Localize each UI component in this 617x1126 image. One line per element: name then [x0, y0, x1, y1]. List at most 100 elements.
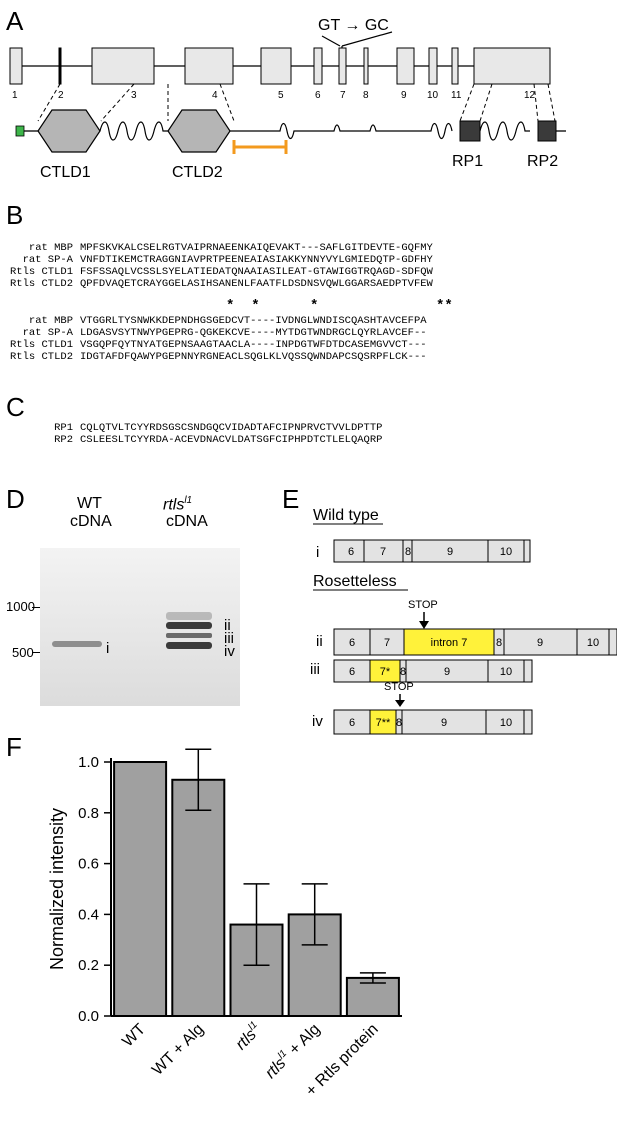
exon-number: 5: [278, 90, 284, 101]
exon-number: 2: [58, 90, 64, 101]
exon-cell: 8: [405, 546, 411, 558]
category-label: WT + Alg: [149, 1021, 207, 1079]
signal-peptide: [15, 125, 25, 137]
gene-structure-diagram: GT → GC 1 2 3 4 5 6 7 8 9 10 11 12: [9, 17, 566, 181]
seq-row: QPFDVAQETCRAYGGELASIHSANENLFAATFLDSDNSVQ…: [80, 278, 433, 290]
transcript-diagram-row-iv: STOP iv 6 7** 8 9 10: [312, 681, 533, 735]
conserved-stars: * * * **: [226, 298, 453, 314]
y-tick-label: 0.2: [78, 957, 99, 974]
panel-letter-d: D: [6, 484, 25, 514]
transcript-row-iv: 6 7** 8 9 10: [333, 709, 533, 735]
seq-label: rat SP-A: [22, 254, 73, 266]
panel-letter-c: C: [6, 392, 25, 422]
exon-cell: 6: [349, 717, 355, 729]
seq-row: VSGQPFQYTNYATGEPNSAAGTAACLA----INPDGTWFD…: [80, 339, 427, 351]
exon-6: [313, 47, 323, 85]
seq-label: Rtls CTLD1: [9, 339, 73, 351]
exon-number: 9: [401, 90, 407, 101]
row-roman-iv: iv: [312, 713, 323, 730]
seq-row: CSLEESLTCYYRDA-ACEVDNACVLDATSGFCIPHPDTCT…: [80, 434, 383, 446]
lane1-sub: cDNA: [70, 513, 112, 530]
band-label-i: i: [106, 640, 110, 657]
band-iii: [166, 633, 212, 638]
seq-label: rat SP-A: [22, 327, 73, 339]
y-tick-label: 0.0: [78, 1008, 99, 1025]
exon-7: [338, 47, 347, 85]
exon-10: [428, 47, 438, 85]
band-label-iii: iii: [224, 630, 234, 647]
seq-row: FSFSSAQLVCSSLSYELATIEDATQNAAIASILEAT-GTA…: [80, 266, 433, 278]
transcript-row-i: 6 7 8 9 10: [333, 539, 531, 563]
category-label: WT: [119, 1021, 149, 1051]
y-tick-label: 0.8: [78, 805, 99, 822]
exon-cell: 7**: [376, 717, 391, 729]
exon-cell: 9: [441, 717, 447, 729]
exon-9: [396, 47, 415, 85]
bar: [171, 778, 226, 1017]
lane2-title-text: rtls: [163, 496, 185, 514]
exon-cell: 7: [384, 637, 390, 649]
exon-cell: 8: [496, 637, 502, 649]
lane1-title: WT: [77, 495, 102, 512]
rp2-domain: [537, 120, 557, 142]
exon-cell: 10: [500, 546, 512, 558]
exon-2: [58, 47, 62, 85]
lane2-sub: cDNA: [166, 513, 208, 530]
seq-row: LDGASVSYTNWYPGEPRG-QGKEKCVE----MYTDGTWND…: [80, 327, 427, 339]
seq-row: CQLQTVLTCYYRDSGSCSNDGQCVIDADTAFCIPNPRVCT…: [80, 422, 383, 434]
exon-cell: 10: [500, 717, 512, 729]
wild-type-title: Wild type: [313, 507, 379, 524]
seq-row: IDGTAFDFQAWYPGEPNNYRGNEACLSQGLKLVQSSQWND…: [80, 351, 427, 363]
mutation-label: GT → GC: [318, 17, 389, 34]
exon-1: [9, 47, 23, 85]
exon-number: 3: [131, 90, 137, 101]
lane2-title: rtlsl1: [163, 495, 192, 514]
seq-row: VNFDTIKEMCTRAGGNIAVPRTPEENEAIASIAKKYNNYV…: [80, 254, 433, 266]
y-tick-label: 0.6: [78, 856, 99, 873]
seq-label: Rtls CTLD2: [9, 351, 73, 363]
exon-cell: 9: [537, 637, 543, 649]
intron-cell: intron 7: [431, 637, 468, 649]
exon-number: 4: [212, 90, 218, 101]
band-label-ii: ii: [224, 617, 231, 634]
ctld2-label: CTLD2: [172, 164, 223, 181]
exon-11: [451, 47, 459, 85]
exon-cell: 9: [447, 546, 453, 558]
seq-label: RP1: [54, 422, 73, 434]
exon-cell: 6: [349, 666, 355, 678]
rp1-label: RP1: [452, 153, 483, 170]
seq-row: MPFSKVKALCSELRGTVAIPRNAEENKAIQEVAKT---SA…: [80, 242, 433, 254]
rosetteless-title: Rosetteless: [313, 573, 397, 590]
exon-12: [473, 47, 551, 85]
seq-label: Rtls CTLD2: [9, 278, 73, 290]
exon-cell: 10: [500, 666, 512, 678]
ctld2-domain: [167, 109, 231, 153]
exon-number: 7: [340, 90, 346, 101]
band-iv: [166, 642, 212, 649]
gel-image: [40, 548, 240, 706]
exon-cell: 7*: [380, 666, 391, 678]
rp1-domain: [459, 120, 481, 142]
seq-label: Rtls CTLD1: [9, 266, 73, 278]
exon-number: 10: [427, 90, 439, 101]
y-axis-label: Normalized intensity: [47, 808, 67, 970]
exon-number: 8: [363, 90, 369, 101]
exon-number: 1: [12, 90, 18, 101]
exon-cell: 8: [400, 666, 406, 678]
rp2-label: RP2: [527, 153, 558, 170]
exon-3: [91, 47, 155, 85]
exon-cell: 8: [396, 717, 402, 729]
band-ii: [166, 622, 212, 629]
panel-letter-f: F: [6, 732, 22, 762]
marker-1000: 1000: [6, 599, 35, 614]
row-roman-i: i: [316, 544, 319, 561]
exon-8: [363, 47, 369, 85]
exon-cell: 6: [349, 637, 355, 649]
transcript-row-ii: 6 7 intron 7 8 9 10: [333, 628, 617, 656]
panel-letter-e: E: [282, 484, 300, 514]
exon-cell: 7: [380, 546, 386, 558]
seq-row: VTGGRLTYSNWKKDEPNDHGSGEDCVT----IVDNGLWND…: [80, 315, 427, 327]
panel-letter-b: B: [6, 200, 24, 230]
exon-number: 11: [451, 90, 462, 101]
